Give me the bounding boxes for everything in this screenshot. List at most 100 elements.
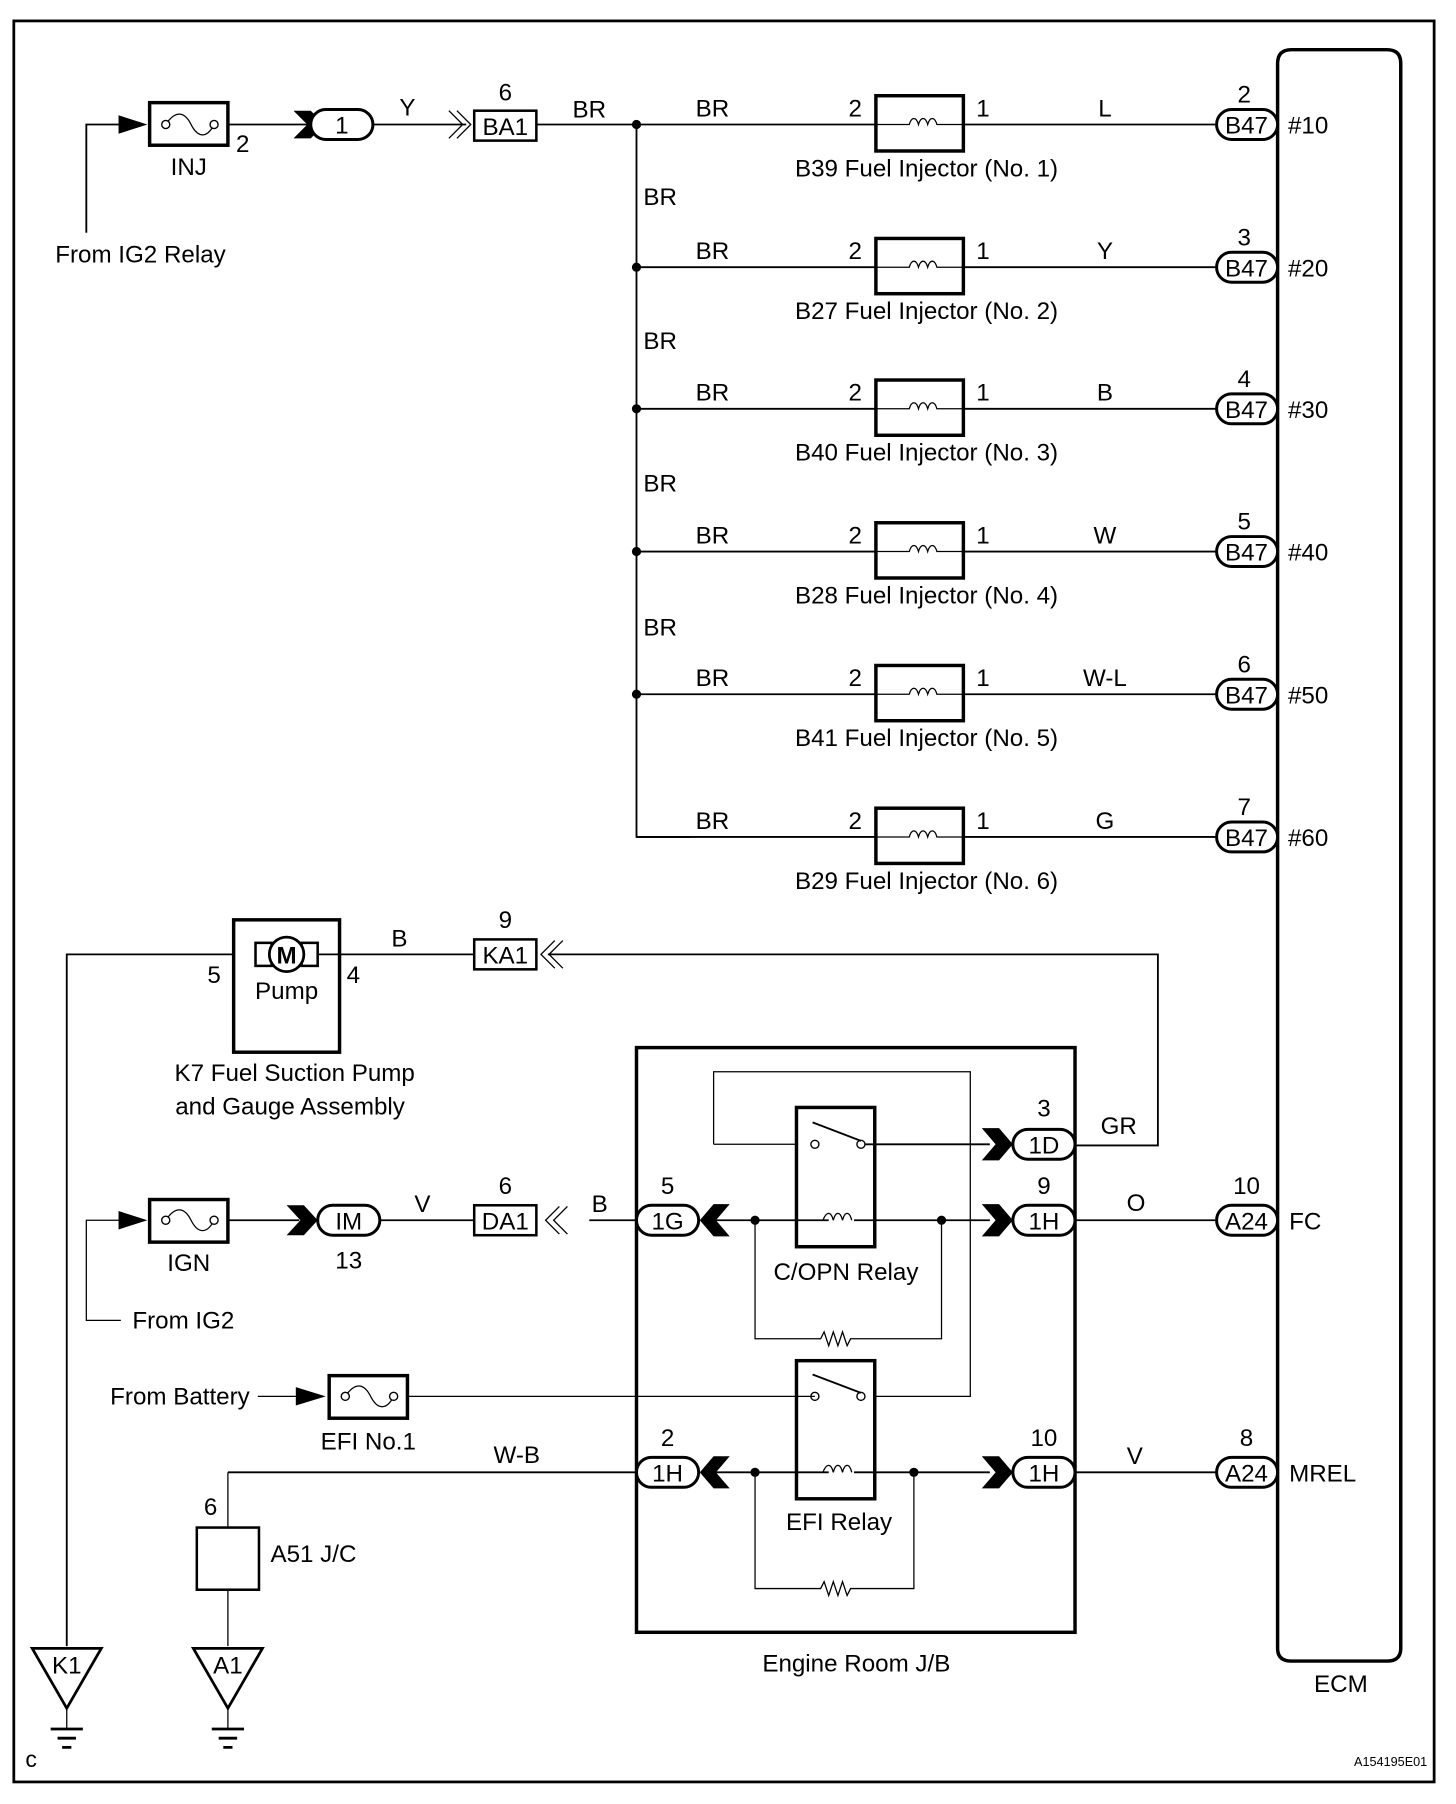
battery-feed: From Battery EFI No.1	[110, 1373, 815, 1455]
connector-b47-pin: 6	[1237, 651, 1250, 678]
corner-letter: c	[25, 1746, 37, 1772]
coil-icon	[875, 544, 964, 554]
injector-name: B27 Fuel Injector (No. 2)	[795, 298, 1058, 325]
connector-a24-pin: 10	[1233, 1173, 1260, 1200]
connector-1g-pin: 5	[661, 1173, 674, 1200]
connector-b47-label: B47	[1225, 397, 1268, 424]
fuse-inj-pin: 2	[236, 131, 249, 158]
fuse-ign-label: IGN	[167, 1250, 210, 1277]
injector-pin-in: 2	[848, 238, 861, 265]
wire-color-label: BR	[696, 238, 730, 265]
wire-color-label: B	[1097, 380, 1113, 407]
coil-icon	[875, 402, 964, 412]
bus-wire-label: BR	[643, 328, 677, 355]
connector-1h-label: 1H	[1029, 1208, 1060, 1235]
bus-wire-label: BR	[643, 471, 677, 498]
connector-ba1-label: BA1	[482, 114, 528, 141]
connector-b47	[1215, 677, 1280, 711]
injector-pin-in: 2	[848, 665, 861, 692]
bus-wire-label: BR	[643, 184, 677, 211]
wire-color-label: O	[1127, 1190, 1146, 1217]
injector-pin-in: 2	[848, 380, 861, 407]
connector-1g-label: 1G	[651, 1208, 683, 1235]
connector-1h-label: 1H	[1029, 1461, 1060, 1488]
wire-color-label: W-B	[494, 1442, 541, 1469]
connector-1h-label: 1H	[652, 1461, 683, 1488]
connector-da1-pin: 6	[499, 1173, 512, 1200]
coil-icon	[875, 830, 964, 840]
connector-b47-label: B47	[1225, 540, 1268, 567]
connector-b47	[1215, 108, 1280, 141]
connector-1-label: 1	[335, 113, 348, 140]
wire-color-label: V	[414, 1191, 430, 1218]
ecm-label: ECM	[1314, 1671, 1368, 1698]
injector-name: B39 Fuel Injector (No. 1)	[795, 155, 1058, 182]
fuel-injector-box	[874, 94, 966, 153]
injector-pin-out: 1	[976, 380, 989, 407]
fuel-pump-box	[231, 918, 342, 1054]
wire-color-label: BR	[696, 95, 730, 122]
ground-a1: A1	[190, 1647, 265, 1749]
connector-a24-label: A24	[1225, 1208, 1268, 1235]
connector-ka1-pin: 9	[499, 907, 512, 934]
injector-pin-in: 2	[848, 522, 861, 549]
connector-b47-pin: 2	[1237, 82, 1250, 109]
wire-color-label: G	[1096, 808, 1115, 835]
injector-pin-in: 2	[848, 808, 861, 835]
injector-name: B40 Fuel Injector (No. 3)	[795, 440, 1058, 467]
ground-k1: K1	[29, 1647, 104, 1749]
copn-relay	[794, 1105, 877, 1249]
injector-pin-out: 1	[976, 238, 989, 265]
wire-color-label: Y	[1097, 238, 1113, 265]
injector-pin-out: 1	[976, 95, 989, 122]
injector-pin-out: 1	[976, 522, 989, 549]
wire-color-label: V	[1127, 1443, 1143, 1470]
connector-b47-pin: 4	[1237, 366, 1250, 393]
connector-da1-label: DA1	[482, 1208, 529, 1235]
coil-icon	[875, 117, 964, 127]
connector-ba1-pin: 6	[499, 79, 512, 106]
copn-relay-label: C/OPN Relay	[773, 1259, 919, 1286]
injector-name: B41 Fuel Injector (No. 5)	[795, 725, 1058, 752]
motor-icon	[267, 935, 306, 974]
injector-pin-in: 2	[848, 95, 861, 122]
ecm-mrel-connector: A24 8 MREL	[1215, 1425, 1356, 1489]
pump-pin-left: 5	[207, 962, 220, 989]
ecm-terminal-mrel: MREL	[1289, 1461, 1356, 1488]
connector-b47-pin: 3	[1237, 224, 1250, 251]
ground-k1-label: K1	[52, 1653, 82, 1680]
wire-color-label: BR	[696, 380, 730, 407]
ecm-terminal: #10	[1288, 113, 1328, 140]
figure-id: A154195E01	[1354, 1755, 1427, 1769]
ecm-terminal: #50	[1288, 682, 1328, 709]
connector-b47-label: B47	[1225, 255, 1268, 282]
jc-pin: 6	[204, 1494, 217, 1521]
wire-color-label: B	[391, 925, 407, 952]
connector-b47-label: B47	[1225, 113, 1268, 140]
ground-icon	[211, 1727, 245, 1749]
connector-b47	[1215, 820, 1280, 854]
connector-b47	[1215, 392, 1280, 426]
jc-label: A51 J/C	[270, 1541, 356, 1568]
wire-color-label: BR	[696, 522, 730, 549]
ecm-terminal: #40	[1288, 540, 1328, 567]
coil-icon	[875, 260, 964, 270]
connector-b47-label: B47	[1225, 682, 1268, 709]
wire-color-label: W	[1094, 522, 1117, 549]
wire-color-label: BR	[573, 97, 607, 124]
connector-b47-pin: 7	[1237, 794, 1250, 821]
fuse-inj-label: INJ	[171, 154, 207, 181]
diagram-frame	[12, 19, 1436, 1784]
efi-relay	[794, 1358, 877, 1501]
connector-im-pin: 13	[335, 1248, 362, 1275]
ecm-terminal-fc: FC	[1289, 1208, 1321, 1235]
pump-pin-right: 4	[347, 962, 360, 989]
connector-a24-pin: 8	[1240, 1425, 1253, 1452]
fuel-pump-circuit: M Pump 5 4 B KA1 9 K7 Fuel Suction Pump …	[65, 907, 1159, 1647]
